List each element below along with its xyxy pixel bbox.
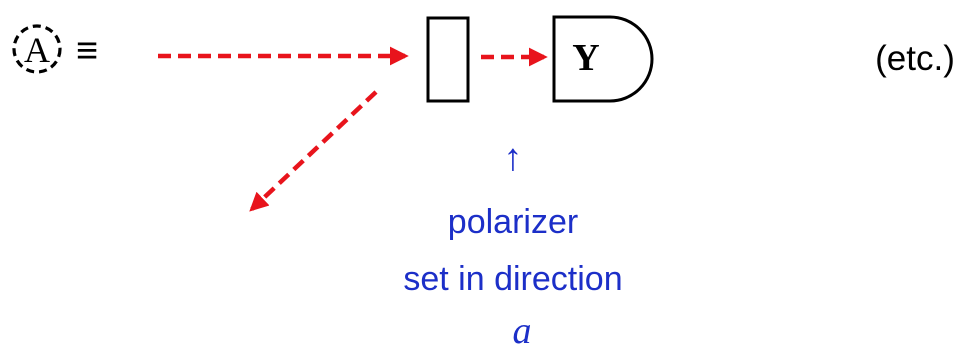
equivalence-sign: ≡ — [76, 30, 98, 72]
source-dashed-circle — [12, 24, 62, 74]
etc-note: (etc.) — [875, 39, 955, 78]
callout-direction-symbol: a — [513, 310, 532, 352]
source-label: A — [24, 30, 50, 70]
detector-label: Y — [572, 37, 599, 79]
reflected-beam-arrow — [249, 90, 378, 212]
source-symbol: A — [12, 24, 62, 74]
polarizer-callout: ↑ polarizer set in direction a — [403, 137, 622, 352]
callout-up-arrow: ↑ — [504, 137, 523, 179]
polarizer-box — [426, 16, 470, 103]
callout-line-direction: set in direction — [403, 260, 622, 298]
callout-line-polarizer: polarizer — [448, 203, 578, 241]
detector-shape — [552, 15, 654, 103]
